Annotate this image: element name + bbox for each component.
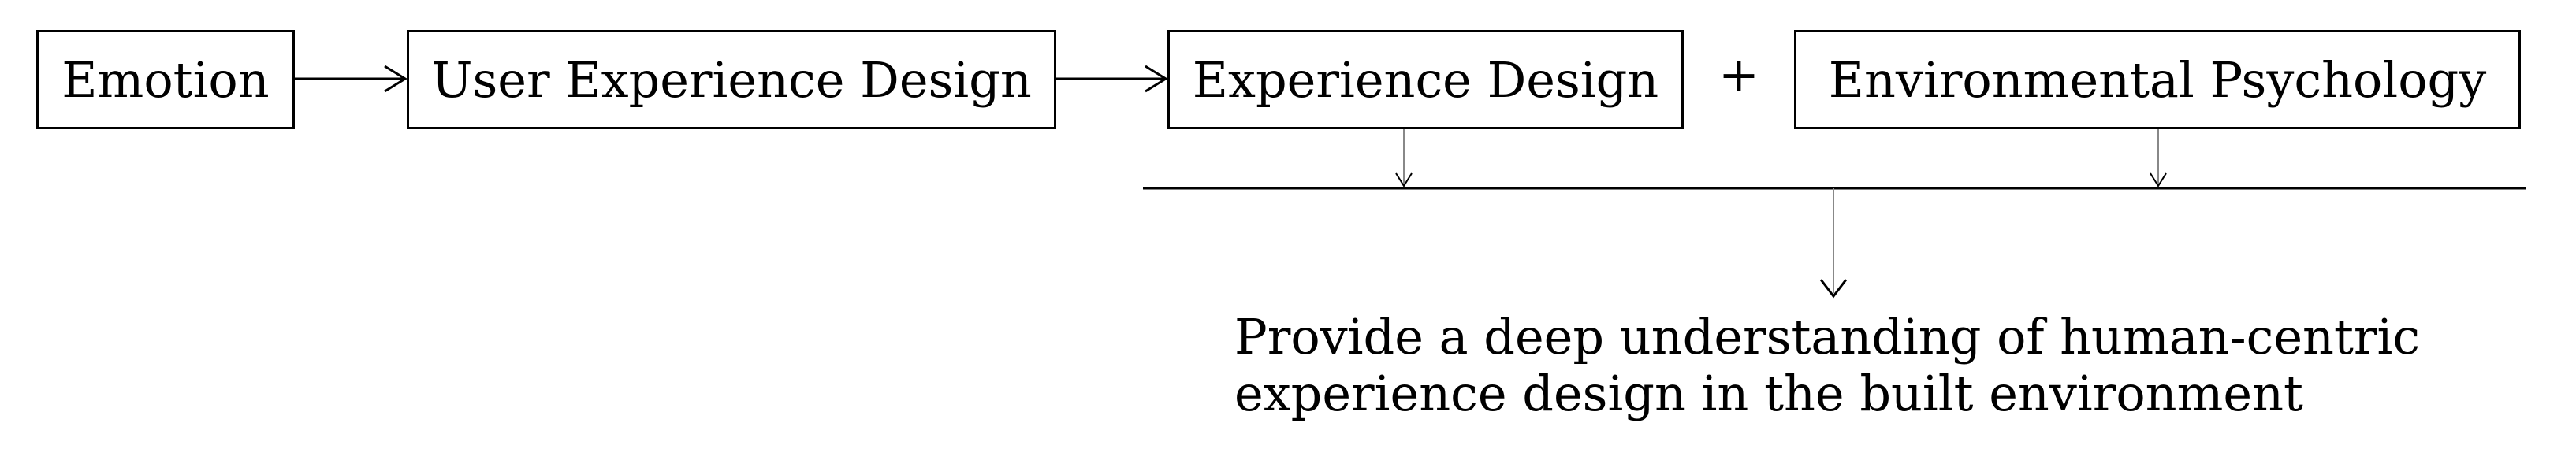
node-user-experience-design: User Experience Design — [407, 30, 1056, 129]
conclusion-line-2: experience design in the built environme… — [1234, 365, 2303, 422]
node-user-experience-design-label: User Experience Design — [431, 50, 1032, 109]
conclusion-text: Provide a deep understanding of human-ce… — [1234, 309, 2535, 422]
node-emotion: Emotion — [36, 30, 295, 129]
edge-xd-to-merge — [1395, 129, 1413, 187]
plus-operator: + — [1718, 46, 1759, 103]
edge-emotion-to-uxd — [295, 65, 408, 93]
edge-merge-to-conclusion — [1819, 188, 1848, 299]
node-environmental-psychology-label: Environmental Psychology — [1828, 50, 2487, 109]
node-experience-design-label: Experience Design — [1192, 50, 1659, 109]
edge-uxd-to-xd — [1056, 65, 1168, 93]
node-emotion-label: Emotion — [61, 50, 270, 109]
conclusion-line-1: Provide a deep understanding of human-ce… — [1234, 308, 2421, 365]
node-environmental-psychology: Environmental Psychology — [1794, 30, 2521, 129]
node-experience-design: Experience Design — [1167, 30, 1684, 129]
edge-ep-to-merge — [2150, 129, 2167, 187]
